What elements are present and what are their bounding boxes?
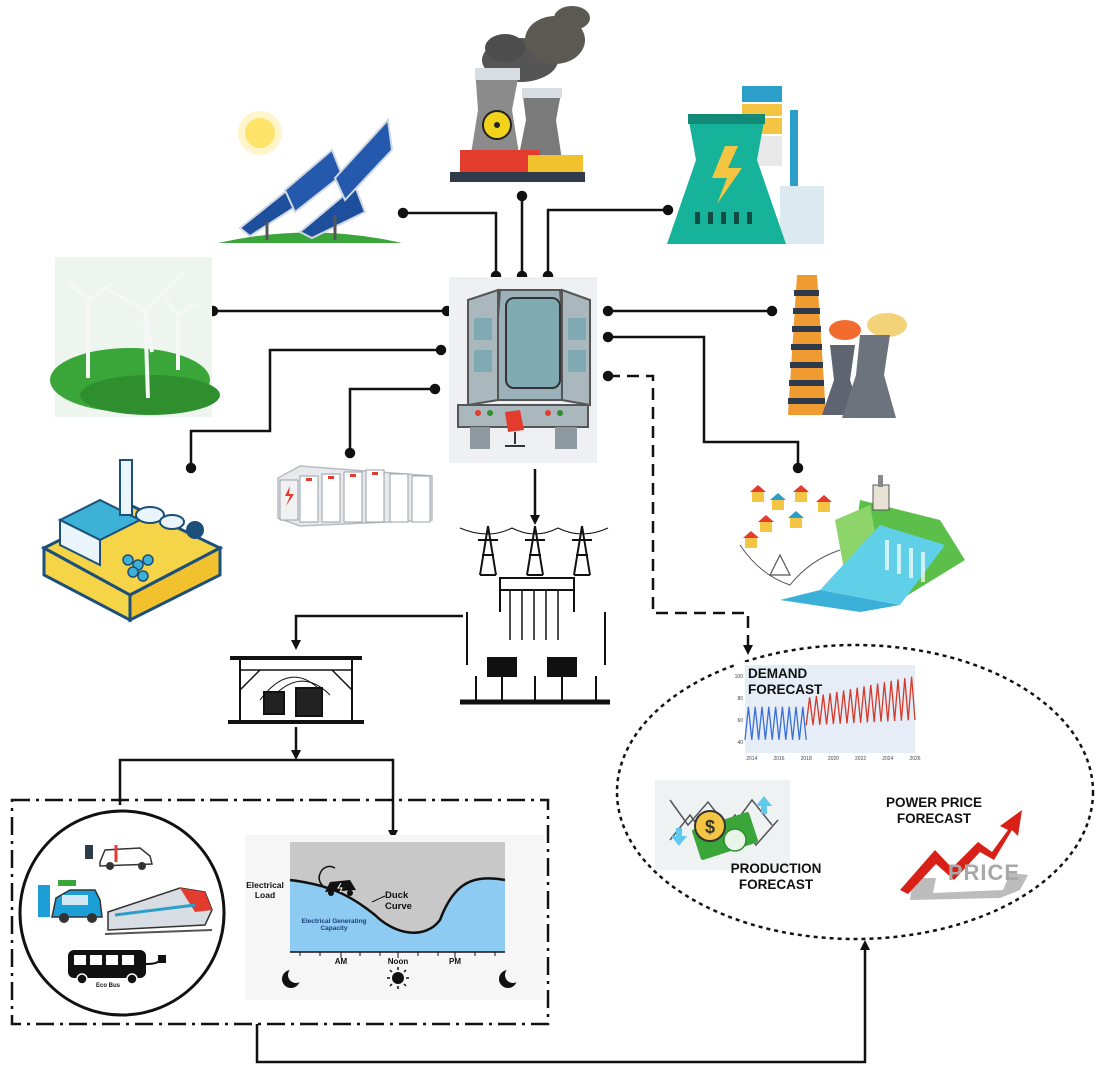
transmission-tower	[478, 525, 498, 576]
arrow-up-icon	[756, 796, 772, 814]
demand-y-tick-label: 40	[737, 740, 743, 746]
biomass-plant-icon	[40, 459, 224, 623]
eco-bus-label: Eco Bus	[95, 983, 120, 989]
substation-icon	[459, 525, 610, 705]
production-forecast-label: PRODUCTION FORECAST	[730, 861, 822, 892]
line-end-dot	[662, 204, 674, 216]
demand-y-tick-label: 100	[735, 674, 744, 680]
line-end-dot	[766, 305, 778, 317]
battery-storage-icon	[277, 465, 433, 527]
production-forecast-icon: $	[655, 780, 790, 870]
generating-capacity-label: Electrical Generating Capacity	[301, 918, 367, 933]
svg-text:$: $	[705, 817, 715, 837]
ev-car-icon	[318, 865, 356, 896]
line-to-transport	[118, 758, 398, 840]
transmission-tower	[572, 525, 592, 576]
hydro-plant-icon	[739, 475, 965, 612]
forecasts-ellipse	[615, 643, 1095, 941]
car-charging-icon	[85, 845, 153, 870]
duck-tick-am: AM	[334, 957, 348, 966]
demand-x-tick-label: 2018	[801, 756, 812, 762]
train-icon	[104, 887, 213, 935]
line-consumers-to-forecasts	[255, 940, 870, 1064]
line-solar-to-control	[403, 211, 498, 275]
line-end-dot	[516, 190, 528, 202]
nuclear-plant-icon	[450, 6, 590, 182]
duck-generating-area	[290, 878, 505, 952]
demand-x-tick-label: 2022	[855, 756, 866, 762]
moon-icon	[282, 967, 304, 988]
line-hydro-to-control	[608, 335, 800, 468]
demand-y-tick-label: 60	[737, 718, 743, 724]
dollar-coin-icon	[694, 810, 726, 842]
demand-y-ticks: 40 60 80 100	[735, 674, 744, 746]
demand-series-forecast	[805, 676, 916, 726]
line-end-dot	[602, 331, 614, 343]
line-biomass-to-control	[189, 348, 441, 468]
duck-tick-pm: PM	[449, 957, 461, 966]
consumers-box	[10, 798, 550, 1026]
arrow-down-icon	[671, 828, 687, 846]
line-end-dot	[397, 207, 409, 219]
demand-x-ticks: 2014 2016 2018 2020 2022 2024 2026	[746, 756, 921, 762]
thermal-plant-icon	[667, 86, 824, 244]
line-end-dot	[344, 447, 356, 459]
transport-circle	[18, 809, 226, 1017]
duck-curve-label: Duck Curve	[385, 890, 412, 912]
duck-chart-y-label: Electrical Load	[246, 880, 284, 900]
duck-tick-noon: Noon	[387, 957, 409, 966]
demand-x-tick-label: 2016	[773, 756, 784, 762]
village-houses	[743, 485, 832, 548]
line-end-dot	[185, 462, 197, 474]
line-end-dot	[602, 305, 614, 317]
line-substation-to-distribution	[291, 614, 463, 650]
duck-label-pointer	[371, 895, 386, 903]
price-text: PRICE	[947, 860, 1021, 885]
line-control-to-forecasts	[608, 374, 753, 655]
factory-icon	[788, 275, 907, 418]
solar-panel-icon	[218, 111, 402, 243]
demand-x-tick-label: 2026	[909, 756, 920, 762]
line-end-dot	[602, 370, 614, 382]
electric-car-icon	[38, 880, 103, 923]
demand-series	[744, 676, 916, 740]
line-end-dot	[429, 383, 441, 395]
power-price-forecast-label: POWER PRICE FORECAST	[885, 795, 982, 826]
distribution-transformer-icon	[228, 656, 364, 724]
control-room-icon	[449, 277, 597, 463]
demand-y-tick-label: 80	[737, 696, 743, 702]
sun-icon	[387, 967, 409, 989]
line-end-dot	[435, 344, 447, 356]
price-forecast-icon	[900, 810, 1028, 900]
duck-curve-chart	[245, 835, 545, 1000]
moon-icon	[499, 967, 521, 988]
demand-x-tick-label: 2020	[828, 756, 839, 762]
demand-x-tick-label: 2024	[882, 756, 893, 762]
demand-forecast-chart: 40 60 80 100 2014 2016 2018 2020 2022 2024 2026	[735, 662, 921, 762]
line-end-dot	[792, 462, 804, 474]
bus-icon	[68, 950, 166, 985]
line-battery-to-control	[348, 387, 435, 453]
duck-curve-line	[289, 877, 506, 934]
wind-turbine-icon	[50, 257, 220, 417]
demand-forecast-label: DEMAND FORECAST	[748, 666, 823, 697]
transmission-tower	[525, 525, 545, 576]
demand-x-tick-label: 2014	[746, 756, 757, 762]
line-thermal-to-control	[546, 208, 668, 275]
demand-series-history	[744, 706, 807, 740]
